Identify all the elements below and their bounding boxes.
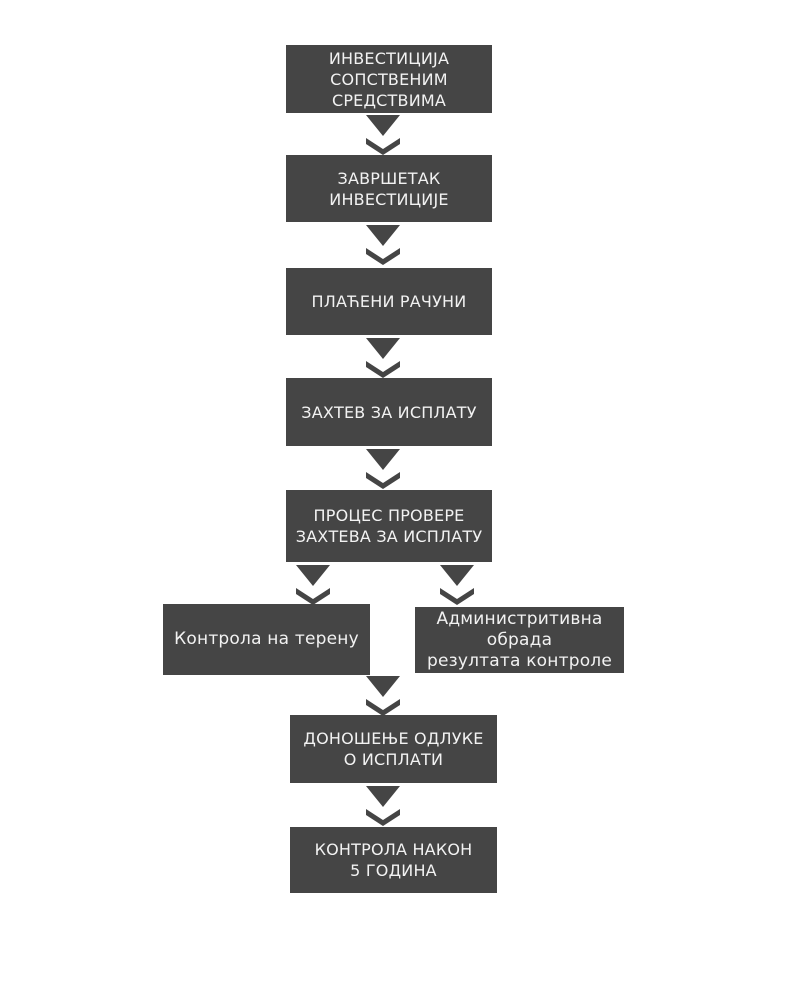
flow-node-investment-completion: ЗАВРШЕТАК ИНВЕСТИЦИЈЕ (286, 155, 492, 222)
flow-node-verification-process: ПРОЦЕС ПРОВЕРЕ ЗАХТЕВА ЗА ИСПЛАТУ (286, 490, 492, 562)
flow-node-control-after-5-years: КОНТРОЛА НАКОН 5 ГОДИНА (290, 827, 497, 893)
down-arrow-icon (366, 676, 400, 716)
down-arrow-icon (366, 115, 400, 155)
down-arrow-icon (296, 565, 330, 605)
down-arrow-icon (440, 565, 474, 605)
down-arrow-icon (366, 449, 400, 489)
flow-node-payment-decision: ДОНОШЕЊЕ ОДЛУКЕ О ИСПЛАТИ (290, 715, 497, 783)
down-arrow-icon (366, 338, 400, 378)
flow-node-investment-own-funds: ИНВЕСТИЦИЈА СОПСТВЕНИМ СРЕДСТВИМА (286, 45, 492, 113)
down-arrow-icon (366, 786, 400, 826)
flow-node-field-control: Контрола на терену (163, 604, 370, 675)
flow-node-admin-processing: Администритивна обрада резултата контрол… (415, 607, 624, 673)
flow-node-paid-invoices: ПЛАЋЕНИ РАЧУНИ (286, 268, 492, 335)
flow-node-payment-request: ЗАХТЕВ ЗА ИСПЛАТУ (286, 378, 492, 446)
down-arrow-icon (366, 225, 400, 265)
